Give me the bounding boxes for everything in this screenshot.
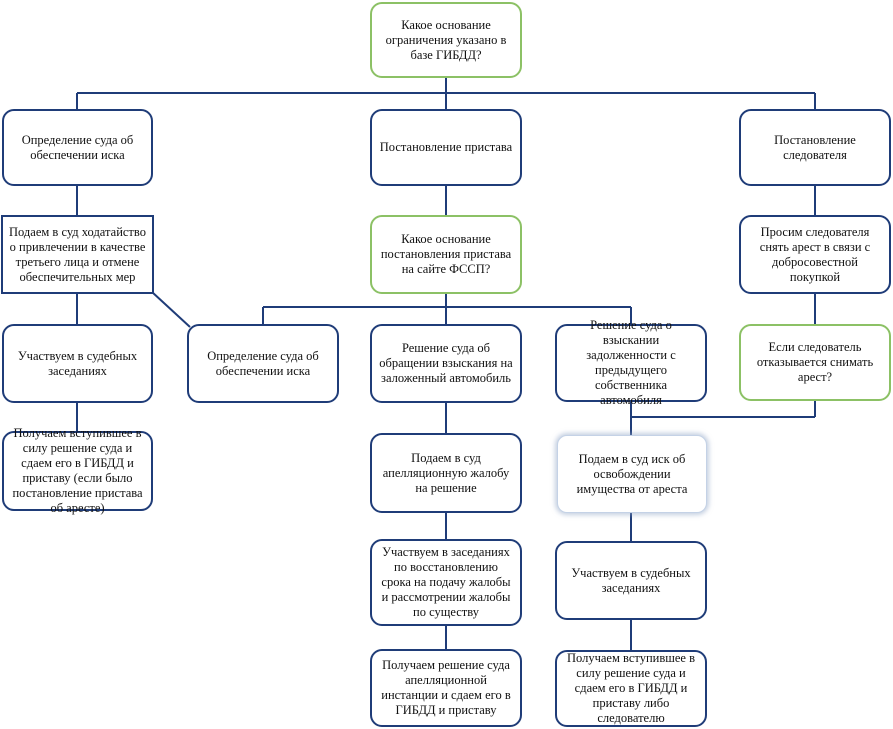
node-lawsuit-release: Подаем в суд иск об освобождении имущест… xyxy=(557,435,707,513)
node-ask-investigator: Просим следователя снять арест в связи с… xyxy=(739,215,891,294)
node-court-debt-prev-owner: Решение суда о взыскании задолженности с… xyxy=(555,318,707,407)
node-appeal: Подаем в суд апелляционную жалобу на реш… xyxy=(370,433,522,513)
node-court-det-left-text: Определение суда об обеспечении иска xyxy=(21,132,134,162)
node-final-right: Получаем вступившее в силу решение суда … xyxy=(555,650,707,727)
node-restore-term: Участвуем в заседаниях по восстановлению… xyxy=(370,539,522,626)
node-final-left: Получаем вступившее в силу решение суда … xyxy=(2,426,153,515)
node-court-det-mid: Определение суда об обеспечении иска xyxy=(187,324,339,403)
connector-petition-to-court-det-mid xyxy=(151,291,191,328)
node-petition-third-party-text: Подаем в суд ходатайство о привлечении в… xyxy=(9,224,146,284)
node-investigator-resolution-text: Постановление следователя xyxy=(774,132,856,162)
node-bailiff-resolution-text: Постановление пристава xyxy=(379,140,513,154)
node-restore-term-text: Участвуем в заседаниях по восстановлению… xyxy=(381,545,511,619)
question-investigator-refuses-text: Если следователь отказывается снимать ар… xyxy=(756,340,874,384)
node-investigator-resolution: Постановление следователя xyxy=(739,109,891,186)
node-hearings-right: Участвуем в судебных заседаниях xyxy=(555,541,707,620)
node-court-det-left: Определение суда об обеспечении иска xyxy=(2,109,153,186)
node-final-left-text: Получаем вступившее в силу решение суда … xyxy=(12,426,143,515)
node-court-foreclosure-text: Решение суда об обращении взыскания на з… xyxy=(379,341,513,385)
node-hearings-left: Участвуем в судебных заседаниях xyxy=(2,324,153,403)
question-root-text: Какое основание ограничения указано в ба… xyxy=(385,17,507,62)
node-appeal-text: Подаем в суд апелляционную жалобу на реш… xyxy=(382,450,510,495)
question-investigator-refuses: Если следователь отказывается снимать ар… xyxy=(739,324,891,401)
node-court-det-mid-text: Определение суда об обеспечении иска xyxy=(207,348,319,378)
node-petition-third-party: Подаем в суд ходатайство о привлечении в… xyxy=(1,215,154,294)
node-ask-investigator-text: Просим следователя снять арест в связи с… xyxy=(759,224,871,284)
node-lawsuit-release-text: Подаем в суд иск об освобождении имущест… xyxy=(576,451,688,496)
node-court-debt-prev-owner-text: Решение суда о взыскании задолженности с… xyxy=(586,318,676,407)
question-fssp-text: Какое основание постановления пристава н… xyxy=(380,232,512,276)
question-fssp: Какое основание постановления пристава н… xyxy=(370,215,522,294)
node-appeal-decision-text: Получаем решение суда апелляционной инст… xyxy=(381,658,511,717)
node-hearings-left-text: Участвуем в судебных заседаниях xyxy=(17,348,138,378)
node-hearings-right-text: Участвуем в судебных заседаниях xyxy=(571,565,691,595)
node-appeal-decision: Получаем решение суда апелляционной инст… xyxy=(370,649,522,727)
question-root: Какое основание ограничения указано в ба… xyxy=(370,2,522,78)
node-court-foreclosure: Решение суда об обращении взыскания на з… xyxy=(370,324,522,403)
node-final-right-text: Получаем вступившее в силу решение суда … xyxy=(567,651,695,725)
node-bailiff-resolution: Постановление пристава xyxy=(370,109,522,186)
